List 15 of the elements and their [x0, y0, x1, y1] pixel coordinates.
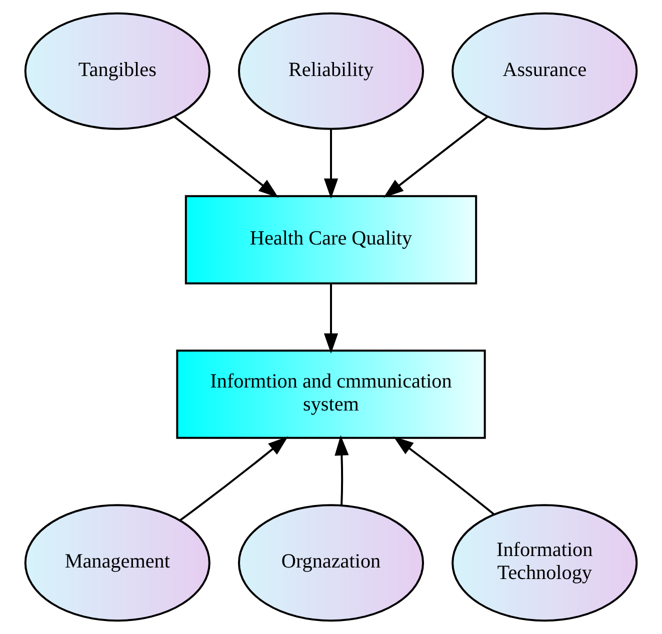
- node-ellipse: Information Technology: [452, 504, 638, 622]
- arrow: [174, 116, 279, 198]
- arrow: [324, 129, 338, 199]
- arrow: [324, 284, 338, 354]
- node-ellipse: Tangibles: [24, 12, 210, 130]
- node-box: Health Care Quality: [184, 195, 478, 284]
- node-ellipse: Assurance: [452, 12, 638, 130]
- node-ellipse: Reliability: [238, 12, 424, 130]
- arrow: [383, 116, 488, 198]
- node-box: Informtion and cmmunication system: [176, 350, 486, 439]
- node-ellipse: Management: [24, 504, 210, 622]
- arrow: [180, 436, 288, 522]
- arrow: [393, 436, 494, 516]
- node-ellipse: Orgnazation: [238, 504, 424, 622]
- arrow: [334, 435, 349, 506]
